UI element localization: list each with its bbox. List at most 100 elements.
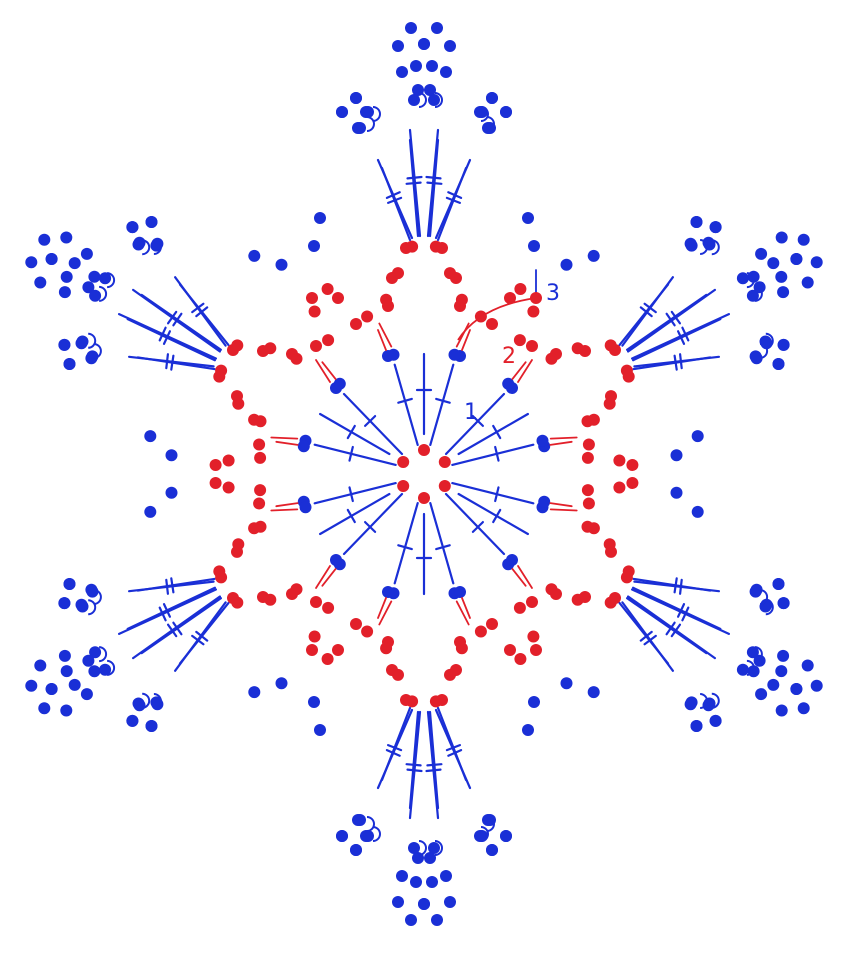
stitch-bar bbox=[158, 326, 167, 342]
chain-dot bbox=[454, 636, 466, 648]
chain-dot bbox=[310, 340, 322, 352]
chain-dot bbox=[333, 558, 346, 571]
chain-dot bbox=[165, 486, 178, 499]
chain-dot bbox=[777, 649, 790, 662]
chain-dot bbox=[455, 293, 468, 306]
picot-mark bbox=[372, 106, 381, 122]
chain-dot bbox=[352, 814, 364, 826]
chain-dot bbox=[504, 644, 516, 656]
chain-dot bbox=[753, 654, 766, 667]
chain-dot bbox=[396, 66, 408, 78]
picot-mark bbox=[418, 92, 427, 108]
stitch-stem bbox=[313, 443, 397, 466]
chain-dot bbox=[749, 585, 762, 598]
chain-dot bbox=[25, 256, 38, 269]
outer-round-stitches bbox=[25, 22, 823, 926]
stitch-bar bbox=[676, 330, 686, 345]
chain-dot bbox=[777, 286, 790, 299]
chain-dot bbox=[264, 342, 277, 355]
chain-dot bbox=[354, 122, 366, 134]
chain-dot bbox=[775, 704, 788, 717]
round-labels: 1 2 3 bbox=[464, 281, 560, 425]
chain-dot bbox=[513, 601, 526, 614]
stitch-bar bbox=[426, 763, 443, 767]
chain-dot bbox=[690, 720, 703, 732]
chain-dot bbox=[387, 348, 400, 361]
stitch-stem bbox=[126, 586, 216, 631]
chain-dot bbox=[392, 896, 404, 908]
slip-link bbox=[378, 322, 393, 348]
chain-dot bbox=[609, 592, 621, 604]
slip-link bbox=[378, 600, 393, 626]
stitch-bar bbox=[191, 634, 205, 646]
slip-link bbox=[270, 508, 299, 512]
chain-dot bbox=[68, 257, 81, 270]
stitch-stem bbox=[444, 392, 506, 456]
chain-dot bbox=[321, 283, 334, 295]
chain-dot bbox=[801, 276, 814, 289]
chain-dot bbox=[571, 342, 584, 355]
chain-dot bbox=[254, 451, 267, 464]
stitch-bar bbox=[346, 424, 356, 440]
stitch-stem bbox=[126, 318, 216, 362]
stitch-bar bbox=[364, 415, 377, 427]
stitch-stem bbox=[625, 597, 708, 655]
slip-link bbox=[315, 359, 331, 383]
slip-link bbox=[315, 565, 331, 589]
chain-dot bbox=[528, 696, 540, 708]
stitch-stem bbox=[633, 580, 721, 593]
slip-link bbox=[321, 568, 337, 587]
chain-dot bbox=[486, 844, 498, 856]
chain-dot bbox=[613, 454, 626, 467]
chain-dot bbox=[522, 212, 534, 224]
chain-dot bbox=[231, 545, 243, 558]
stitch-bar bbox=[170, 577, 175, 594]
slip-link bbox=[517, 359, 533, 383]
chain-dot bbox=[528, 240, 540, 252]
chain-dot bbox=[308, 305, 321, 318]
stitch-stem bbox=[128, 355, 215, 368]
chain-dot bbox=[702, 699, 715, 712]
stitch-bar bbox=[681, 326, 690, 342]
chain-dot bbox=[613, 481, 626, 494]
chain-dot bbox=[538, 495, 551, 508]
picot-mark bbox=[142, 239, 151, 256]
slip-link bbox=[549, 436, 578, 440]
chain-dot bbox=[406, 695, 419, 708]
chain-dot bbox=[360, 830, 372, 842]
center-ring-dot bbox=[438, 456, 451, 468]
chain-dot bbox=[620, 364, 633, 377]
chain-dot bbox=[775, 231, 788, 244]
chain-dot bbox=[86, 350, 99, 363]
picot-mark bbox=[754, 646, 763, 663]
stitch-bar bbox=[425, 175, 442, 180]
chain-dot bbox=[144, 430, 157, 443]
chain-dot bbox=[38, 233, 51, 246]
stitch-bar bbox=[406, 768, 423, 773]
chain-dot bbox=[308, 696, 320, 708]
chain-dot bbox=[412, 852, 424, 864]
stitch-bar bbox=[445, 196, 461, 204]
stitch-bar bbox=[665, 621, 676, 636]
chain-dot bbox=[605, 390, 617, 403]
stitch-stem bbox=[457, 412, 530, 456]
chain-dot bbox=[68, 678, 81, 691]
picot-mark bbox=[480, 106, 489, 122]
chain-dot bbox=[80, 247, 93, 260]
chain-dot bbox=[126, 221, 139, 234]
chain-dot bbox=[797, 233, 810, 246]
slip-link bbox=[461, 329, 471, 351]
slip-link bbox=[377, 329, 387, 351]
chain-dot bbox=[482, 814, 494, 826]
chain-dot bbox=[527, 305, 540, 318]
chain-dot bbox=[500, 830, 512, 842]
chain-dot bbox=[290, 352, 303, 365]
stitch-stem bbox=[630, 588, 731, 636]
stitch-bar bbox=[167, 310, 178, 325]
stitch-bar bbox=[364, 520, 377, 534]
chain-dot bbox=[581, 520, 594, 533]
chain-dot bbox=[405, 914, 417, 926]
stitch-stem bbox=[136, 577, 216, 592]
chain-dot bbox=[63, 578, 76, 590]
stitch-stem bbox=[444, 492, 506, 556]
